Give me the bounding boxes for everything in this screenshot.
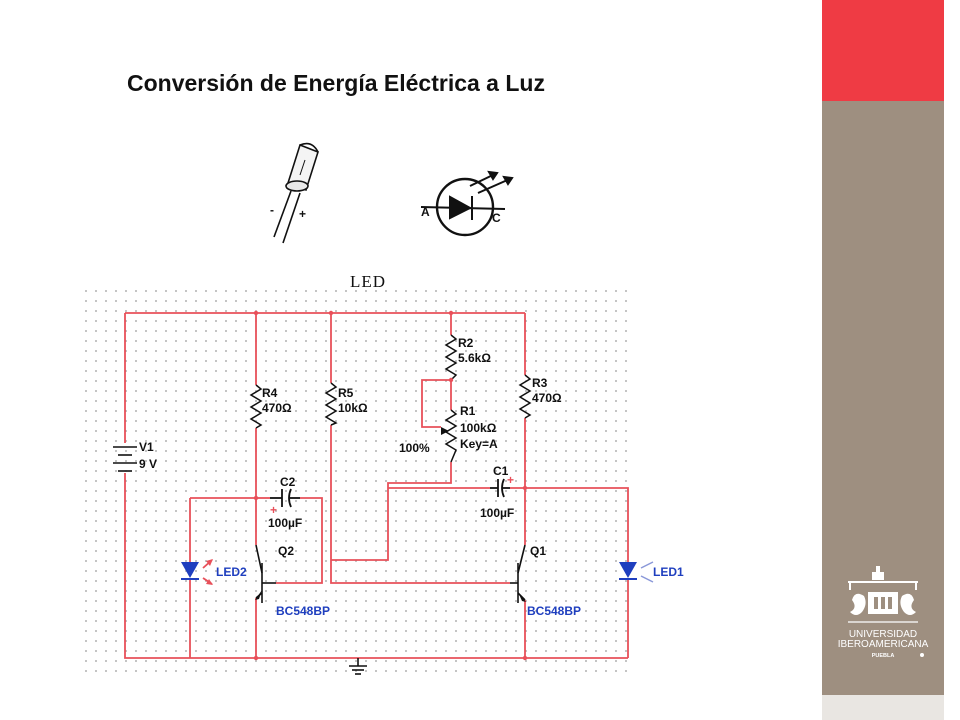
junction-dots bbox=[253, 310, 528, 661]
c1-value: 100µF bbox=[480, 506, 514, 520]
c2-value: 100µF bbox=[268, 516, 302, 530]
r2-value: 5.6kΩ bbox=[458, 351, 491, 365]
v1-value: 9 V bbox=[139, 457, 157, 471]
resistor-r3 bbox=[518, 374, 532, 419]
q1-part: BC548BP bbox=[527, 604, 581, 618]
sidebar-accent-block bbox=[822, 0, 944, 101]
led-component-sketch: - + bbox=[270, 142, 319, 244]
lead-minus-label: - bbox=[270, 203, 274, 217]
q1-emitter-arrow-icon bbox=[518, 592, 526, 602]
q2-part: BC548BP bbox=[276, 604, 330, 618]
r1-percent: 100% bbox=[399, 441, 430, 455]
r1-value: 100kΩ bbox=[460, 421, 497, 435]
c1-name: C1 bbox=[493, 464, 509, 478]
r4-name: R4 bbox=[262, 386, 278, 400]
resistor-r4 bbox=[249, 384, 263, 429]
r1-name: R1 bbox=[460, 404, 476, 418]
c2-plus-icon: + bbox=[270, 503, 277, 517]
schematic-grid bbox=[85, 290, 633, 680]
r2-name: R2 bbox=[458, 336, 474, 350]
registered-mark-icon bbox=[920, 653, 924, 657]
r1-key: Key=A bbox=[460, 437, 498, 451]
v1-name: V1 bbox=[139, 440, 154, 454]
capacitors bbox=[270, 478, 510, 508]
circuit-wires bbox=[124, 312, 629, 659]
led-schematic-symbol: A C bbox=[420, 170, 514, 237]
anode-label: A bbox=[421, 205, 430, 219]
ground-icon bbox=[349, 658, 367, 675]
logo-line1: UNIVERSIDAD bbox=[849, 629, 917, 640]
q2-name: Q2 bbox=[278, 544, 294, 558]
led2-name: LED2 bbox=[216, 565, 247, 579]
r3-value: 470Ω bbox=[532, 391, 562, 405]
c1-plus-icon: + bbox=[507, 473, 514, 487]
sidebar-footer-strip bbox=[822, 695, 944, 720]
university-logo: UNIVERSIDAD IBEROAMERICANA PUEBLA bbox=[838, 566, 929, 659]
logo-line3: PUEBLA bbox=[872, 653, 895, 659]
resistor-r2 bbox=[444, 334, 458, 381]
q2-emitter-arrow-icon bbox=[255, 590, 262, 600]
battery-v1 bbox=[113, 446, 137, 472]
resistor-r5 bbox=[324, 382, 338, 426]
r5-name: R5 bbox=[338, 386, 354, 400]
cathode-label: C bbox=[492, 211, 501, 225]
led2-diode bbox=[181, 559, 213, 585]
lead-plus-label: + bbox=[299, 207, 306, 221]
led1-diode bbox=[619, 561, 654, 583]
r5-value: 10kΩ bbox=[338, 401, 368, 415]
logo-line2: IBEROAMERICANA bbox=[838, 639, 929, 650]
c2-name: C2 bbox=[280, 475, 296, 489]
led-caption: LED bbox=[350, 272, 387, 291]
q1-name: Q1 bbox=[530, 544, 546, 558]
r4-value: 470Ω bbox=[262, 401, 292, 415]
slide-title: Conversión de Energía Eléctrica a Luz bbox=[127, 70, 545, 96]
potentiometer-wiper-icon bbox=[441, 427, 449, 435]
r3-name: R3 bbox=[532, 376, 548, 390]
led1-name: LED1 bbox=[653, 565, 684, 579]
